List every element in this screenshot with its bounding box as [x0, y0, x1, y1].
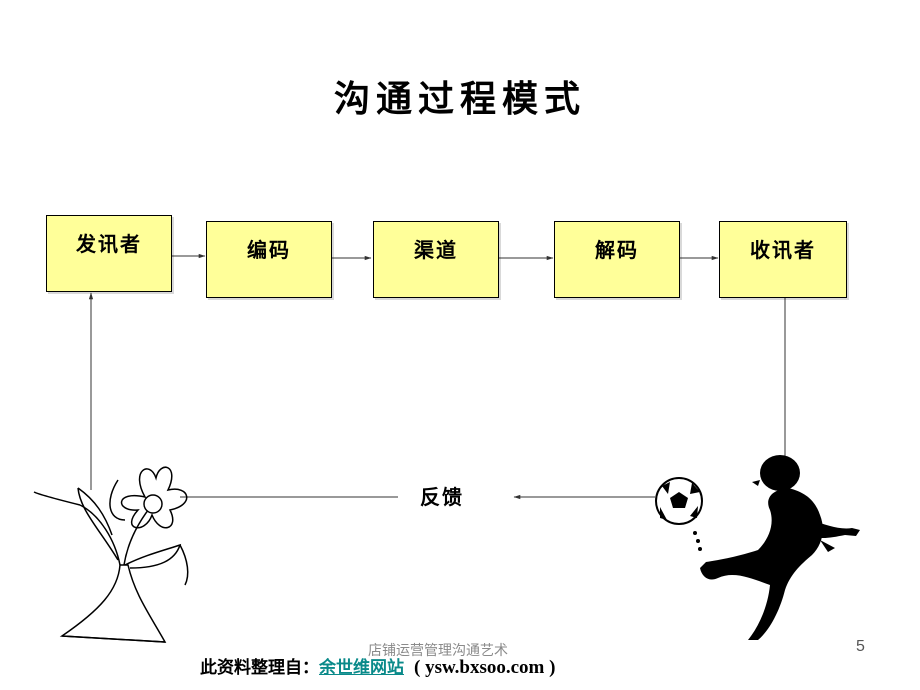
channel-label: 渠道 [414, 238, 458, 262]
sender-label: 发讯者 [76, 232, 142, 256]
source-line: 此资料整理自：余世维网站 ( ysw.bxsoo.com ) [200, 653, 555, 679]
source-prefix: 此资料整理自： [200, 658, 319, 678]
page-number: 5 [856, 638, 865, 655]
decoding-label: 解码 [595, 238, 639, 262]
decoding-box: 解码 [554, 221, 680, 298]
page-title: 沟通过程模式 [333, 79, 586, 120]
receiver-label: 收讯者 [750, 238, 816, 262]
encoding-box: 编码 [206, 221, 332, 298]
source-url: ( ysw.bxsoo.com ) [414, 657, 556, 678]
flower-vase-icon [33, 466, 189, 643]
receiver-box: 收讯者 [719, 221, 847, 298]
channel-box: 渠道 [373, 221, 499, 298]
source-link[interactable]: 余世维网站 [319, 658, 404, 678]
encoding-label: 编码 [247, 238, 291, 262]
footer-center-text: 店铺运营管理沟通艺术 [368, 643, 508, 659]
sender-box: 发讯者 [46, 215, 172, 292]
soccer-ball-icon [655, 477, 703, 551]
feedback-label: 反馈 [420, 485, 464, 509]
soccer-player-icon [700, 455, 860, 640]
